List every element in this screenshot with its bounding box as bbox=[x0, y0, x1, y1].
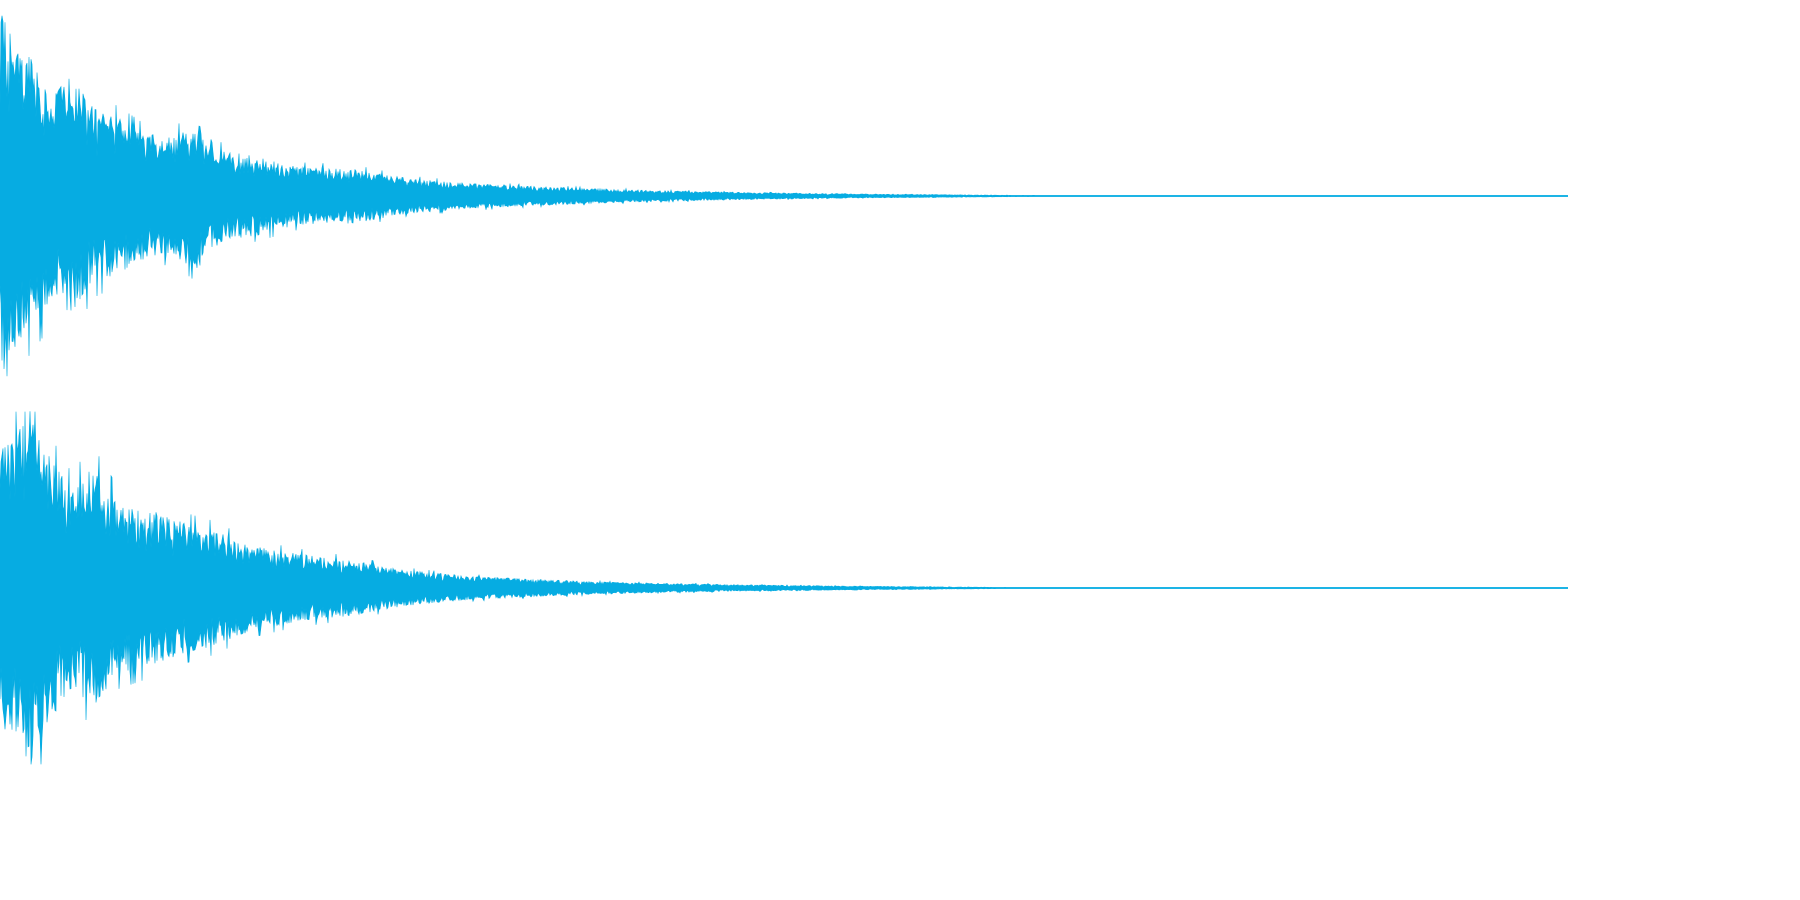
channel-right-waveform bbox=[0, 411, 1568, 765]
channel-left-waveform bbox=[0, 15, 1568, 377]
waveform-display[interactable] bbox=[0, 0, 1568, 784]
channel-left-track[interactable] bbox=[0, 15, 1568, 377]
waveform-view bbox=[0, 0, 1568, 784]
channel-right-track[interactable] bbox=[0, 411, 1568, 765]
